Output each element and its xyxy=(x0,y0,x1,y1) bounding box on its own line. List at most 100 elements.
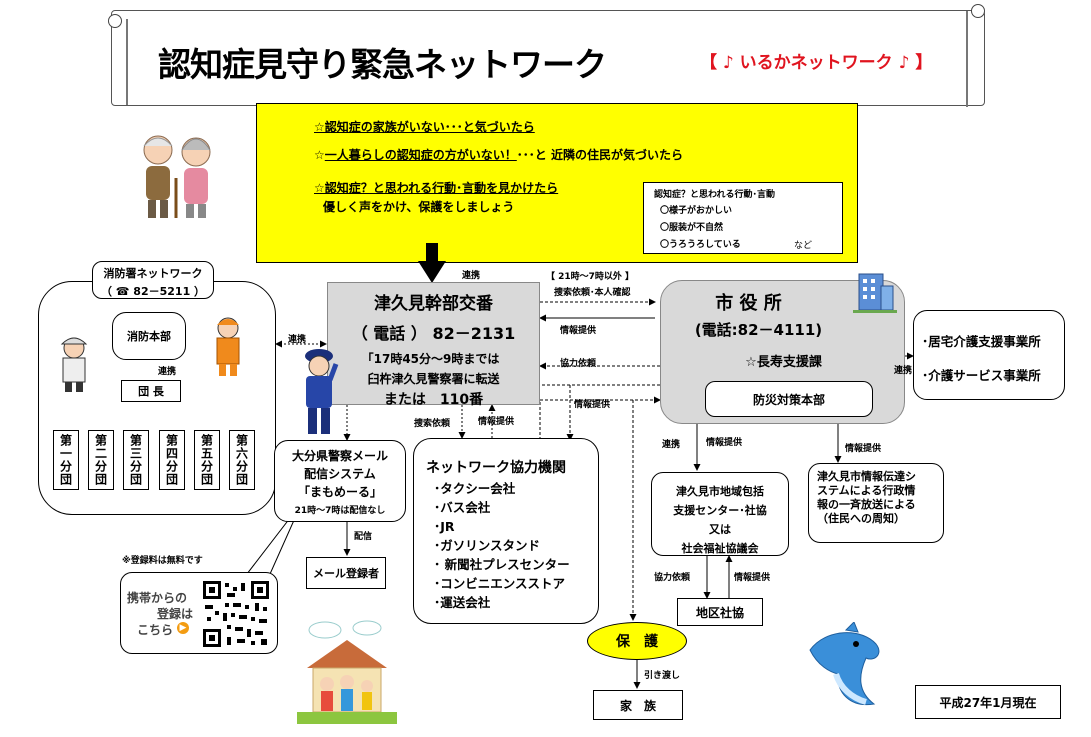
cityhall-box: 市 役 所 (電話:82－4111) ☆長寿支援課 防災対策本部 xyxy=(660,280,905,424)
qr-free-note: ※登録料は無料です xyxy=(122,556,203,566)
page-title: 認知症見守り緊急ネットワーク xyxy=(158,45,607,84)
care-item-2: ･介護サービス事業所 xyxy=(922,368,1041,383)
cityhall-phone: (電話:82－4111) xyxy=(694,321,823,339)
fire-link-label: 連携 xyxy=(158,367,177,377)
notice-line-3: ☆認知症？と思われる行動･言動を見かけたら xyxy=(314,181,559,195)
police-note-3: または 110番 xyxy=(383,392,484,408)
mail-registrant-box: メール登録者 xyxy=(306,557,386,589)
cityhall-dept: ☆長寿支援課 xyxy=(745,355,822,370)
disaster-hq-box: 防災対策本部 xyxy=(705,381,873,417)
partner-item: ･ガソリンスタンド xyxy=(434,538,541,553)
label-info-district: 情報提供 xyxy=(734,573,771,583)
partner-item: ･JR xyxy=(434,519,455,534)
label-info-cityhall: 情報提供 xyxy=(574,400,611,410)
broadcast-box: 津久見市情報伝達シ ステムによる行政情 報の一斉放送による （住民への周知） xyxy=(808,463,944,543)
behavior-etc: など xyxy=(794,241,813,251)
label-info-partner: 情報提供 xyxy=(478,417,515,427)
mail-system-box: 大分県警察メール 配信システム ｢まもめーる｣ 21時～7時は配信なし xyxy=(274,440,406,522)
label-search-partner: 捜索依頼 xyxy=(414,419,451,429)
dolphin-mascot-illustration xyxy=(800,621,890,708)
down-arrow-icon xyxy=(418,243,446,283)
center-line-3: 又は xyxy=(709,523,731,536)
fire-network-header: 消防署ネットワーク （ ☎ 82－5211 ） xyxy=(92,261,214,299)
building-icon xyxy=(853,270,897,314)
partner-item: ･運送会社 xyxy=(434,595,491,610)
label-search-confirm: 捜索依頼･本人確認 xyxy=(554,288,631,298)
label-coop-cityhall: 協力依頼 xyxy=(560,359,597,369)
family-house-illustration xyxy=(297,618,397,724)
behavior-box: 認知症？と思われる行動･言動 〇様子がおかしい 〇服装が不自然 〇うろうろしてい… xyxy=(643,182,843,254)
label-info-broadcast: 情報提供 xyxy=(845,444,882,454)
partner-item: ･タクシー会社 xyxy=(434,481,516,496)
fire-network-title: 消防署ネットワーク xyxy=(103,267,203,280)
label-renkei-care: 連携 xyxy=(894,366,913,376)
fire-unit-3: 第三分団 xyxy=(123,430,149,490)
qr-callout-box: 携帯からの 登録は こちら ▶ xyxy=(120,572,278,654)
qr-text-1: 携帯からの xyxy=(127,591,188,605)
label-night: 【 21時～7時以外 】 xyxy=(546,272,635,282)
label-renkei-police: 連携 xyxy=(462,271,481,281)
behavior-item-1: 〇様子がおかしい xyxy=(660,206,733,216)
support-center-box: 津久見市地域包括 支援センター･社協 又は 社会福祉協議会 xyxy=(651,472,789,556)
qr-code-image[interactable] xyxy=(201,579,271,649)
date-box: 平成27年1月現在 xyxy=(915,685,1061,719)
notice-line-1: ☆認知症の家族がいない･･･と気づいたら xyxy=(314,120,535,134)
police-note-2: 臼杵津久見警察署に転送 xyxy=(367,372,500,386)
fire-unit-5: 第五分団 xyxy=(194,430,220,490)
notice-line-2: ☆一人暮らしの認知症の方がいない！･･･と 近隣の住民が気づいたら xyxy=(314,148,683,162)
mail-line-3: ｢まもめーる｣ xyxy=(303,485,376,499)
partner-list: ･タクシー会社 ･バス会社 ･JR ･ガソリンスタンド ･ 新聞社プレスセンター… xyxy=(434,479,570,612)
behavior-item-3: 〇うろうろしている xyxy=(660,240,741,250)
police-box: 津久見幹部交番 （ 電話 ） 82－2131 ｢17時45分～9時までは 臼杵津… xyxy=(327,282,540,408)
label-info-police: 情報提供 xyxy=(560,326,597,336)
center-line-4: 社会福祉協議会 xyxy=(681,542,759,555)
broadcast-line-4: （住民への周知） xyxy=(817,512,905,525)
broadcast-line-2: ステムによる行政情 xyxy=(817,484,916,497)
mail-line-2: 配信システム xyxy=(304,467,376,481)
elderly-couple-illustration xyxy=(132,128,224,220)
care-item-1: ･居宅介護支援事業所 xyxy=(922,334,1041,349)
police-note-1: ｢17時45分～9時までは xyxy=(367,352,500,366)
scroll-curl-right xyxy=(971,4,985,18)
police-officer-illustration xyxy=(296,346,342,436)
police-title: 津久見幹部交番 xyxy=(374,294,493,314)
fire-volunteer-illustration xyxy=(210,314,246,376)
fire-unit-4: 第四分団 xyxy=(159,430,185,490)
protect-ellipse: 保 護 xyxy=(587,622,687,660)
partner-box: ネットワーク協力機関 ･タクシー会社 ･バス会社 ･JR ･ガソリンスタンド ･… xyxy=(413,438,599,624)
label-coop-district: 協力依頼 xyxy=(654,573,691,583)
care-services-box: ･居宅介護支援事業所 ･介護サービス事業所 xyxy=(913,310,1065,400)
qr-text-2: 登録は xyxy=(157,607,194,621)
fire-network-phone: （ ☎ 82－5211 ） xyxy=(100,285,206,298)
fire-hq-box: 消防本部 xyxy=(112,312,186,360)
partner-item: ･バス会社 xyxy=(434,500,491,515)
fire-unit-6: 第六分団 xyxy=(229,430,255,490)
label-handover: 引き渡し xyxy=(644,671,681,681)
family-box: 家 族 xyxy=(593,690,683,720)
partner-item: ･コンビニエンスストア xyxy=(434,576,566,591)
broadcast-line-3: 報の一斉放送による xyxy=(817,498,916,511)
partner-title: ネットワーク協力機関 xyxy=(426,460,566,476)
partner-item: ･ 新聞社プレスセンター xyxy=(434,557,570,572)
arrow-right-icon: ▶ xyxy=(177,622,189,634)
title-banner xyxy=(111,10,985,107)
firefighter-illustration xyxy=(54,334,94,392)
notice-panel: ☆認知症の家族がいない･･･と気づいたら ☆一人暮らしの認知症の方がいない！･･… xyxy=(256,103,858,263)
page-subtitle: 【 ♪ いるかネットワーク ♪ 】 xyxy=(700,53,933,73)
qr-text-3: こちら xyxy=(137,623,174,637)
mail-line-4: 21時～7時は配信なし xyxy=(294,506,386,516)
label-deliver: 配信 xyxy=(354,532,373,542)
center-line-1: 津久見市地域包括 xyxy=(676,485,764,498)
district-council-box: 地区社協 xyxy=(677,598,763,626)
broadcast-line-1: 津久見市情報伝達シ xyxy=(817,470,916,483)
fire-unit-2: 第二分団 xyxy=(88,430,114,490)
behavior-item-2: 〇服装が不自然 xyxy=(660,223,724,233)
cityhall-title: 市 役 所 xyxy=(715,293,782,314)
scroll-curl-left xyxy=(108,14,122,28)
fire-leader-box: 団 長 xyxy=(121,380,181,402)
label-renkei-center: 連携 xyxy=(662,440,681,450)
fire-unit-1: 第一分団 xyxy=(53,430,79,490)
behavior-title: 認知症？と思われる行動･言動 xyxy=(654,190,776,200)
mail-line-1: 大分県警察メール xyxy=(291,449,388,463)
